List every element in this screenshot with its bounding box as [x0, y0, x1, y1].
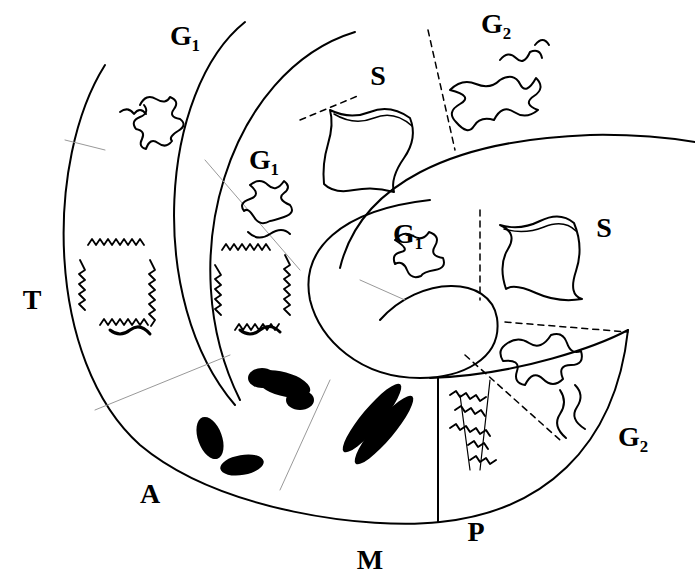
phase-label: S	[596, 214, 612, 242]
phase-label: G₁	[249, 146, 279, 174]
phase-label: M	[357, 546, 383, 574]
phase-label: P	[467, 518, 484, 546]
phase-label: S	[370, 62, 386, 90]
phase-label: A	[140, 480, 160, 508]
phase-label: G₂	[618, 423, 648, 451]
phase-label: T	[23, 286, 42, 314]
phase-label: G₁	[170, 22, 200, 50]
phase-label: G₁	[393, 220, 423, 248]
phase-label: G₂	[481, 10, 511, 38]
